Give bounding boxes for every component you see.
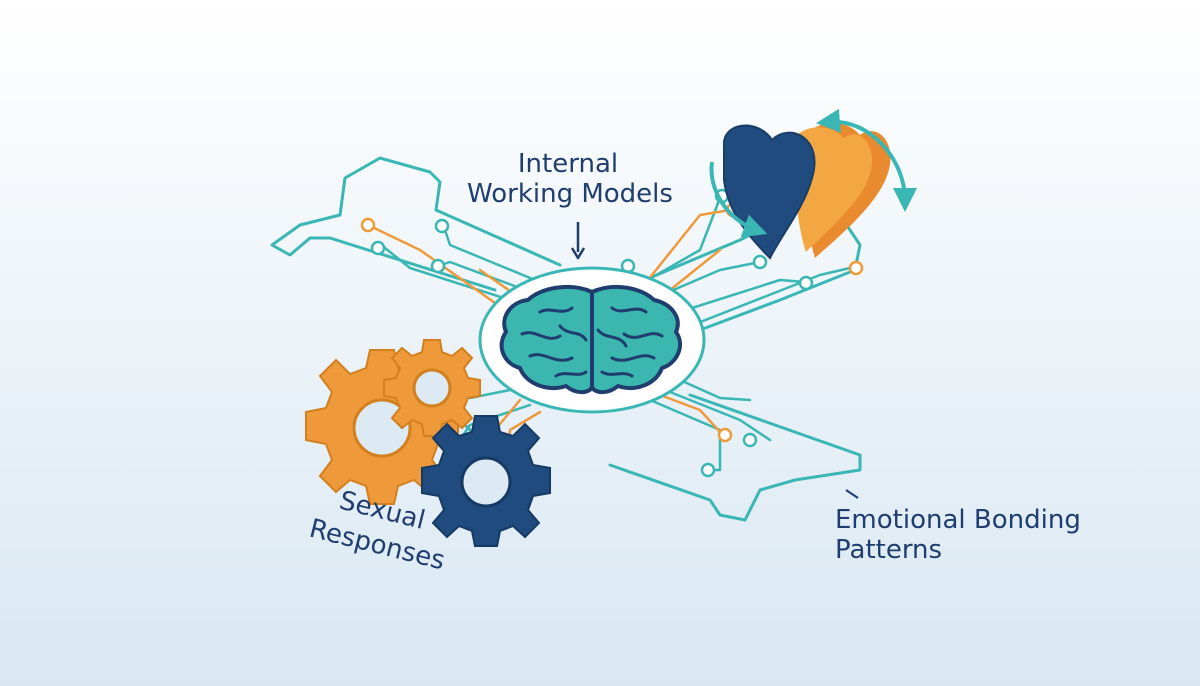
trace-tr-4 — [678, 266, 852, 332]
trace-br-1 — [678, 378, 752, 402]
trace-tl-3 — [443, 228, 537, 282]
label-emotional-line2: Patterns — [835, 535, 942, 565]
pointer-arrow-emotional — [845, 489, 859, 499]
node — [798, 275, 814, 291]
brain-left-hemisphere — [499, 284, 594, 394]
trace-tr-1 — [628, 196, 722, 292]
brain-folds — [520, 306, 664, 378]
node — [700, 462, 716, 478]
gears-icon — [305, 339, 551, 547]
node — [370, 240, 386, 256]
trace-orange-br-1 — [658, 393, 722, 434]
trace-orange-tr-1 — [638, 208, 732, 292]
trace-br-2 — [668, 390, 772, 442]
heart-group — [709, 108, 917, 260]
cycle-arrow-left — [709, 161, 768, 238]
node — [717, 427, 733, 443]
trace-tr-3 — [668, 278, 807, 317]
circuit-outline-top-left — [270, 156, 562, 292]
brain-right-hemisphere — [590, 284, 682, 394]
circuit-outline-bottom-right — [608, 393, 862, 522]
node — [752, 254, 768, 270]
trace-orange-tl-1 — [366, 223, 507, 312]
label-internal-line2: Working Models — [467, 179, 673, 209]
gear-navy — [421, 415, 551, 547]
node — [360, 217, 376, 233]
node — [848, 260, 864, 276]
pointer-arrow-internal — [570, 222, 586, 260]
node — [742, 432, 758, 448]
brain-icon — [499, 284, 682, 394]
node — [434, 218, 450, 234]
gear-orange-small — [383, 339, 481, 437]
brain-hub — [478, 266, 706, 414]
label-internal-line1: Internal — [518, 149, 618, 179]
node — [430, 258, 446, 274]
cycle-arrows-icon — [816, 108, 917, 212]
label-emotional-line1: Emotional Bonding — [835, 505, 1081, 535]
